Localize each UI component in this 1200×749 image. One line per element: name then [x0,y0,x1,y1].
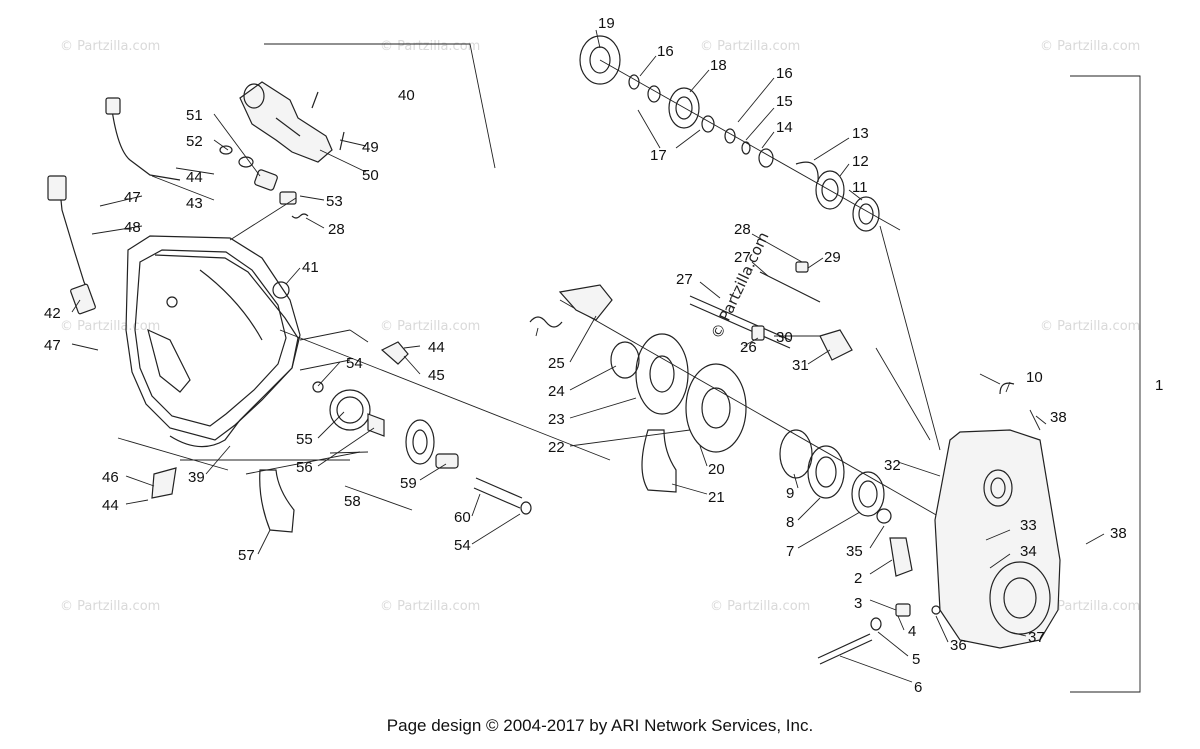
callout-42: 42 [44,305,61,322]
callout-58: 58 [344,493,361,510]
right-lower-gears [529,261,946,524]
watermark: © Partzilla.com [1040,39,1140,54]
callout-38a: 38 [1050,409,1067,426]
callout-numbers: 1 2 3 4 5 6 7 8 9 10 11 12 13 14 15 16 1… [44,15,1163,696]
callout-57: 57 [238,547,255,564]
callout-41: 41 [302,259,319,276]
callout-2: 2 [854,570,862,587]
callout-28b: 28 [328,221,345,238]
watermark: © Partzilla.com [380,39,480,54]
group-bracket-58 [344,485,413,511]
callout-49: 49 [362,139,379,156]
watermark: © Partzilla.com [60,599,160,614]
callout-13: 13 [852,125,869,142]
callout-43: 43 [186,195,203,212]
callout-32: 32 [884,457,901,474]
callout-29: 29 [824,249,841,266]
group-bracket-1 [1070,75,1141,693]
callout-51: 51 [186,107,203,124]
watermark: © Partzilla.com [710,599,810,614]
watermark: © Partzilla.com [700,39,800,54]
callout-8: 8 [786,514,794,531]
callout-44b: 44 [428,339,445,356]
callout-17: 17 [650,147,667,164]
callout-27b: 27 [734,249,751,266]
callout-48: 48 [124,219,141,236]
watermark: © Partzilla.com [60,39,160,54]
callout-1: 1 [1155,377,1163,394]
watermark: © Partzilla.com [1040,599,1140,614]
callout-25: 25 [548,355,565,372]
page-footer: Page design © 2004-2017 by ARI Network S… [386,716,814,735]
callout-50: 50 [362,167,379,184]
callout-22: 22 [548,439,565,456]
group-bracket-40 [264,43,496,169]
callout-11: 11 [852,179,868,196]
callout-26: 26 [740,339,757,356]
callout-30: 30 [776,329,793,346]
callout-leaders [71,29,1105,683]
callout-56: 56 [296,459,313,476]
callout-9: 9 [786,485,794,502]
callout-20: 20 [708,461,725,478]
watermark: © Partzilla.com [380,599,480,614]
callout-44c: 44 [102,497,119,514]
callout-16a: 16 [776,65,793,82]
left-case-cover [47,97,301,448]
callout-60: 60 [454,509,471,526]
callout-55: 55 [296,431,313,448]
callout-53: 53 [326,193,343,210]
callout-46: 46 [102,469,119,486]
callout-54b: 54 [454,537,471,554]
callout-33: 33 [1020,517,1037,534]
callout-21: 21 [708,489,725,506]
callout-45: 45 [428,367,445,384]
callout-27a: 27 [676,271,693,288]
watermark: © Partzilla.com [380,319,480,334]
assembly-axis-lines [117,197,611,475]
callout-38b: 38 [1110,525,1127,542]
callout-14: 14 [776,119,793,136]
callout-44a: 44 [186,169,203,186]
callout-31: 31 [792,357,809,374]
callout-15: 15 [776,93,793,110]
right-shaft-stack [579,35,901,232]
callout-5: 5 [912,651,920,668]
callout-18: 18 [710,57,727,74]
callout-7: 7 [786,543,794,560]
callout-36: 36 [950,637,967,654]
callout-40: 40 [398,87,415,104]
watermark: © Partzilla.com [60,319,160,334]
callout-19: 19 [598,15,615,32]
watermark-diagonal: © Partzilla.com [707,229,772,342]
callout-47a: 47 [124,189,141,206]
callout-59: 59 [400,475,417,492]
callout-3: 3 [854,595,862,612]
callout-12: 12 [852,153,869,170]
left-gears [151,281,532,533]
callout-52: 52 [186,133,203,150]
callout-6: 6 [914,679,922,696]
callout-39: 39 [188,469,205,486]
callout-47b: 47 [44,337,61,354]
callout-24: 24 [548,383,565,400]
callout-37: 37 [1028,629,1045,646]
callout-35: 35 [846,543,863,560]
callout-23: 23 [548,411,565,428]
callout-16b: 16 [657,43,674,60]
callout-4: 4 [908,623,916,640]
callout-34: 34 [1020,543,1037,560]
watermark: © Partzilla.com [1040,319,1140,334]
callout-28a: 28 [734,221,751,238]
callout-54a: 54 [346,355,363,372]
callout-10: 10 [1026,369,1043,386]
